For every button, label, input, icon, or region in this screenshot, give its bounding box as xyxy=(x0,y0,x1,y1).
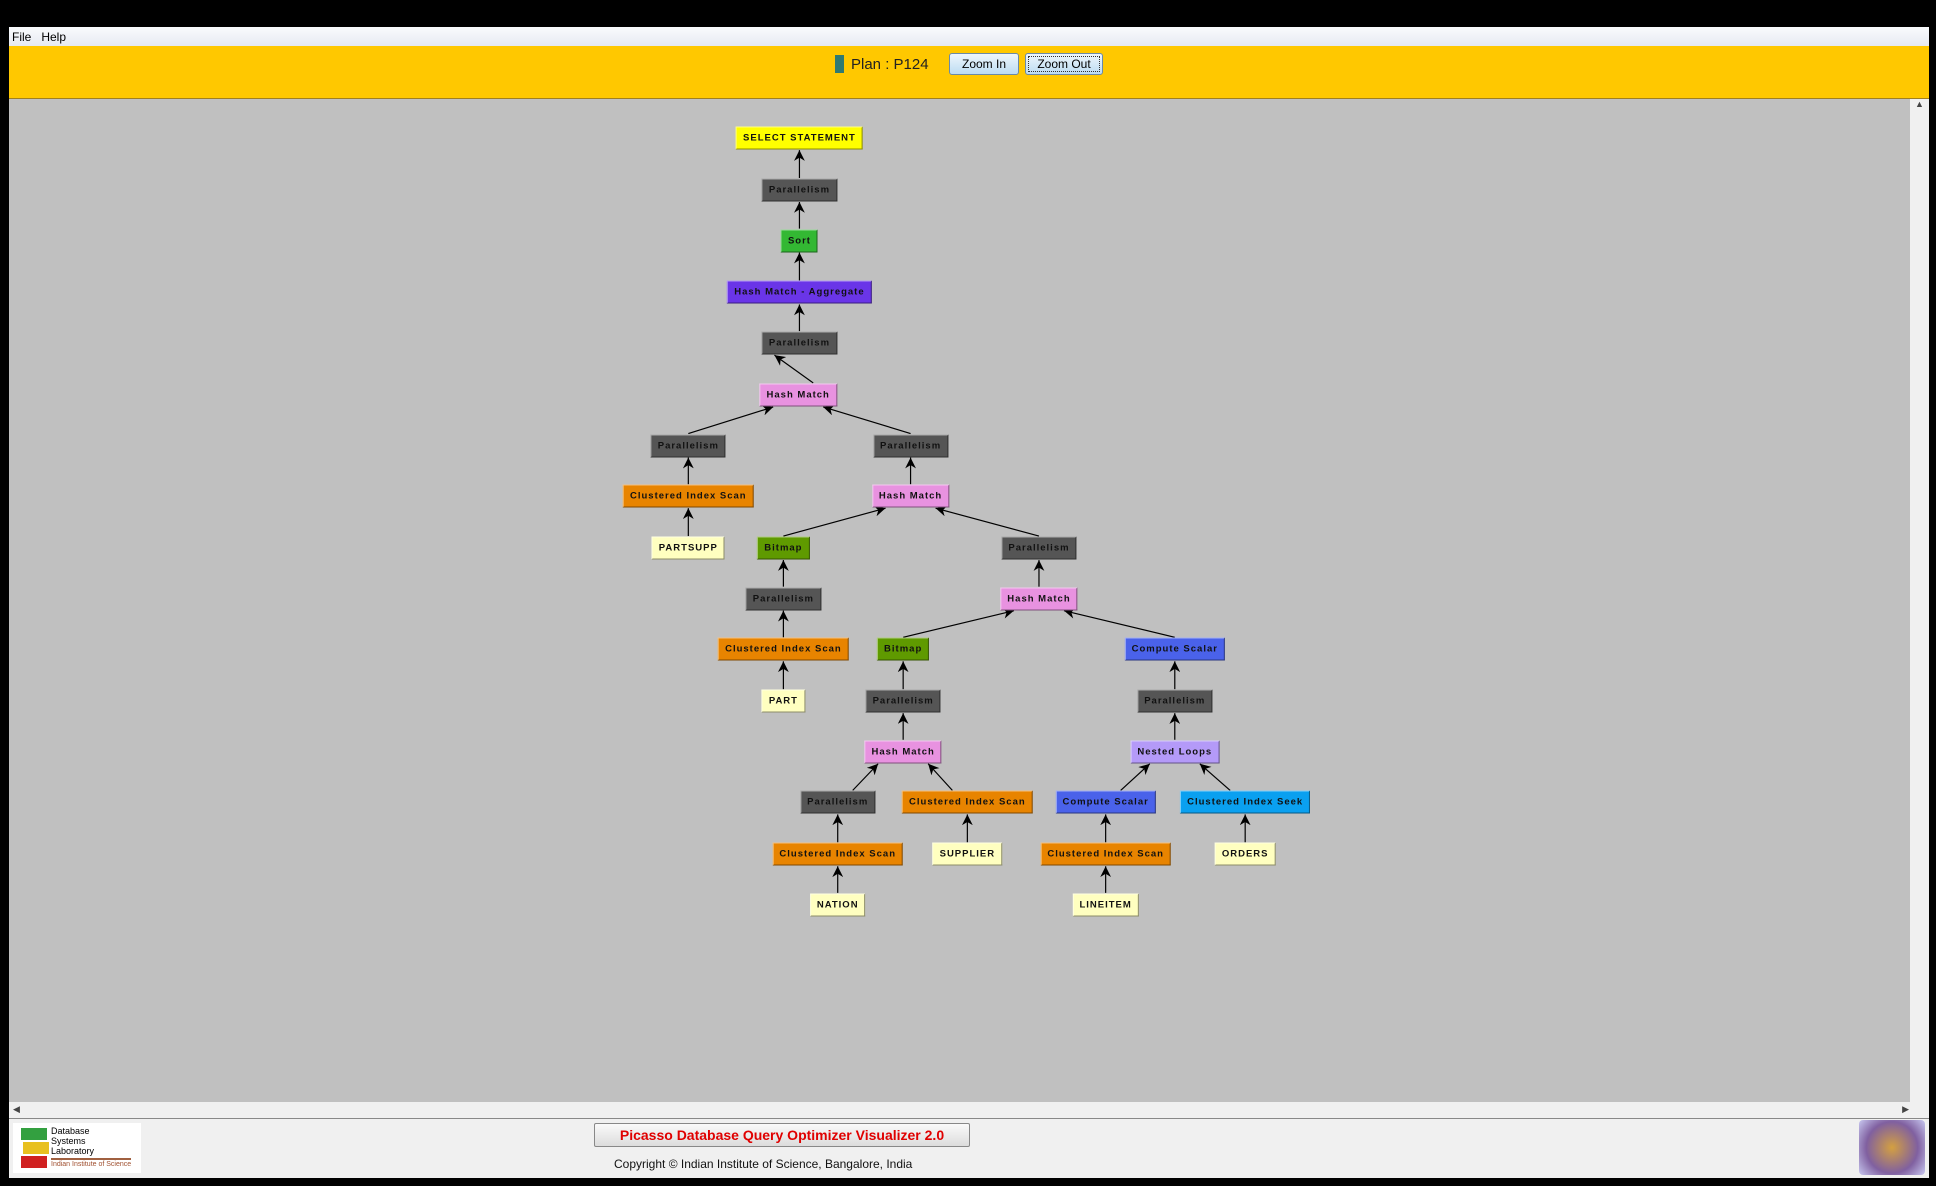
plan-node-parallelism[interactable]: Parallelism xyxy=(1137,689,1213,713)
plan-edge-arrow xyxy=(1199,763,1231,791)
app-title-button[interactable]: Picasso Database Query Optimizer Visuali… xyxy=(594,1123,970,1147)
plan-node-scan[interactable]: Clustered Index Scan xyxy=(718,637,849,661)
iisc-seal-logo xyxy=(1859,1120,1925,1175)
plan-node-scan[interactable]: Clustered Index Scan xyxy=(623,484,754,508)
logo-text-line: Database xyxy=(51,1126,90,1136)
plan-node-hash[interactable]: Hash Match xyxy=(759,383,837,407)
plan-node-parallelism[interactable]: Parallelism xyxy=(650,434,726,458)
plan-node-hash[interactable]: Hash Match xyxy=(871,484,950,508)
plan-edge-arrow xyxy=(903,607,1015,638)
plan-node-table[interactable]: LINEITEM xyxy=(1072,893,1139,917)
menu-file[interactable]: File xyxy=(12,29,32,44)
menu-bar: File Help xyxy=(9,27,1929,46)
plan-node-loops[interactable]: Nested Loops xyxy=(1130,740,1220,764)
plan-node-seek[interactable]: Clustered Index Seek xyxy=(1180,790,1311,814)
dsl-logo-icon xyxy=(21,1128,49,1168)
plan-tree-edges xyxy=(682,150,1251,893)
plan-node-scan[interactable]: Clustered Index Scan xyxy=(902,790,1033,814)
vertical-scrollbar[interactable]: ▲ xyxy=(1910,99,1929,1102)
plan-edge-arrow xyxy=(852,763,879,791)
plan-label: Plan : P124 xyxy=(851,55,929,73)
horizontal-scrollbar[interactable]: ◀▶ xyxy=(9,1102,1929,1119)
scroll-up-arrow-icon[interactable]: ▲ xyxy=(1915,99,1924,109)
toolbar: Plan : P124 Zoom In Zoom Out xyxy=(9,46,1929,99)
plan-node-parallelism[interactable]: Parallelism xyxy=(761,331,838,355)
plan-node-bitmap[interactable]: Bitmap xyxy=(877,637,930,661)
plan-node-hash[interactable]: Hash Match xyxy=(1000,587,1078,611)
plan-node-parallelism[interactable]: Parallelism xyxy=(865,689,941,713)
menu-help[interactable]: Help xyxy=(41,29,67,44)
plan-node-aggregate[interactable]: Hash Match - Aggregate xyxy=(727,280,872,304)
plan-node-table[interactable]: NATION xyxy=(809,893,866,917)
footer: Database Systems Laboratory Indian Insti… xyxy=(9,1120,1929,1178)
plan-edge-arrow xyxy=(1063,607,1175,638)
zoom-out-button[interactable]: Zoom Out xyxy=(1025,53,1103,75)
scroll-right-arrow-icon[interactable]: ▶ xyxy=(1902,1104,1909,1114)
plan-edge-arrow xyxy=(927,763,953,791)
plan-node-parallelism[interactable]: Parallelism xyxy=(1001,536,1077,560)
plan-node-compute[interactable]: Compute Scalar xyxy=(1055,790,1156,814)
plan-node-table[interactable]: PARTSUPP xyxy=(651,536,725,560)
plan-node-select[interactable]: SELECT STATEMENT xyxy=(736,126,863,150)
plan-edge-arrow xyxy=(1120,763,1151,791)
logo-text-line: Systems xyxy=(51,1136,86,1146)
plan-node-table[interactable]: ORDERS xyxy=(1214,842,1276,866)
plan-node-parallelism[interactable]: Parallelism xyxy=(800,790,876,814)
plan-edge-arrow xyxy=(783,505,886,537)
logo-text-line: Laboratory xyxy=(51,1146,95,1156)
plan-edge-arrow xyxy=(774,354,814,384)
plan-edge-arrow xyxy=(823,404,911,435)
plan-node-parallelism[interactable]: Parallelism xyxy=(745,587,821,611)
plan-edge-arrow xyxy=(935,505,1040,537)
plan-node-table[interactable]: SUPPLIER xyxy=(932,842,1003,866)
plan-node-compute[interactable]: Compute Scalar xyxy=(1124,637,1225,661)
plan-node-parallelism[interactable]: Parallelism xyxy=(761,178,838,202)
dsl-logo: Database Systems Laboratory Indian Insti… xyxy=(13,1123,141,1173)
plan-node-scan[interactable]: Clustered Index Scan xyxy=(1040,842,1171,866)
copyright-text: Copyright © Indian Institute of Science,… xyxy=(614,1157,913,1171)
plan-node-parallelism[interactable]: Parallelism xyxy=(872,434,949,458)
plan-node-sort[interactable]: Sort xyxy=(780,229,818,253)
plan-color-swatch xyxy=(835,55,844,73)
app-window: File Help Plan : P124 Zoom In Zoom Out S… xyxy=(9,27,1929,1178)
plan-node-table[interactable]: PART xyxy=(761,689,805,713)
plan-indicator: Plan : P124 xyxy=(835,55,929,73)
logo-subtext: Indian Institute of Science xyxy=(51,1158,132,1170)
scroll-left-arrow-icon[interactable]: ◀ xyxy=(13,1104,20,1114)
plan-node-bitmap[interactable]: Bitmap xyxy=(757,536,810,560)
zoom-in-button[interactable]: Zoom In xyxy=(949,53,1019,75)
plan-node-scan[interactable]: Clustered Index Scan xyxy=(772,842,904,866)
plan-node-hash[interactable]: Hash Match xyxy=(864,740,942,764)
plan-edge-arrow xyxy=(688,405,774,435)
